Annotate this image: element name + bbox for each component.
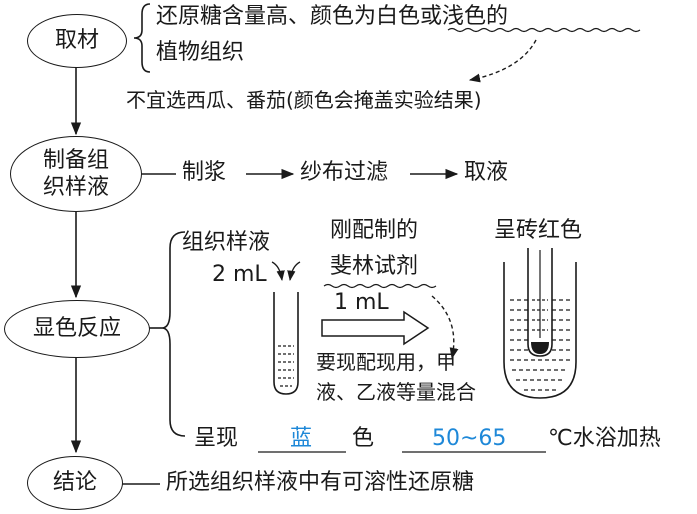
- node-reaction: 显色反应: [4, 300, 150, 358]
- pour-arrow-right: [287, 261, 301, 282]
- reagent-amount: 1 mL: [334, 290, 389, 315]
- node-prepare: 制备组 织样液: [10, 136, 142, 212]
- flow-step-3: 取液: [464, 160, 509, 185]
- precipitate: [531, 342, 549, 354]
- sample-label: 组织样液: [182, 230, 271, 255]
- observe-color-answer: 蓝: [290, 426, 313, 451]
- observe-suffix: 色: [352, 426, 375, 451]
- water-bath-label: ℃水浴加热: [548, 426, 661, 451]
- test-tube-left: [273, 292, 299, 395]
- node-reaction-label: 显色反应: [32, 316, 121, 342]
- material-note: 不宜选西瓜、番茄(颜色会掩盖实验结果): [126, 88, 482, 112]
- material-bracket: [133, 3, 151, 73]
- material-line-2: 植物组织: [156, 40, 245, 65]
- node-material: 取材: [27, 14, 127, 68]
- sample-amount: 2 mL: [212, 262, 267, 287]
- flow-step-1: 制浆: [182, 160, 227, 185]
- reagent-note-1: 要现配现用，甲: [316, 350, 456, 374]
- wavy-underline-reagent: [323, 283, 437, 289]
- conclusion-text: 所选组织样液中有可溶性还原糖: [166, 470, 475, 495]
- reagent-label-1: 刚配制的: [330, 218, 419, 243]
- reagent-note-2: 液、乙液等量混合: [316, 380, 476, 404]
- node-material-label: 取材: [54, 28, 99, 54]
- material-line-1: 还原糖含量高、颜色为白色或浅色的: [156, 4, 509, 29]
- temperature-answer: 50~65: [432, 426, 507, 451]
- node-prepare-label-2: 织样液: [42, 175, 109, 200]
- result-label: 呈砖红色: [494, 218, 583, 243]
- dashed-arrow-reagent-note: [431, 295, 459, 360]
- node-conclusion-label: 结论: [52, 470, 97, 496]
- reagent-label-2: 斐林试剂: [330, 254, 419, 279]
- observe-prefix: 呈现: [194, 426, 239, 451]
- reaction-bracket: [161, 231, 186, 437]
- dashed-arrow-material-note: [468, 39, 537, 83]
- node-prepare-label-1: 制备组: [42, 147, 109, 173]
- flow-step-2: 纱布过滤: [300, 160, 389, 185]
- hollow-arrow-add: [321, 310, 430, 346]
- node-conclusion: 结论: [27, 456, 123, 510]
- wavy-underline-color: [447, 27, 641, 33]
- pour-arrow-left: [271, 261, 285, 282]
